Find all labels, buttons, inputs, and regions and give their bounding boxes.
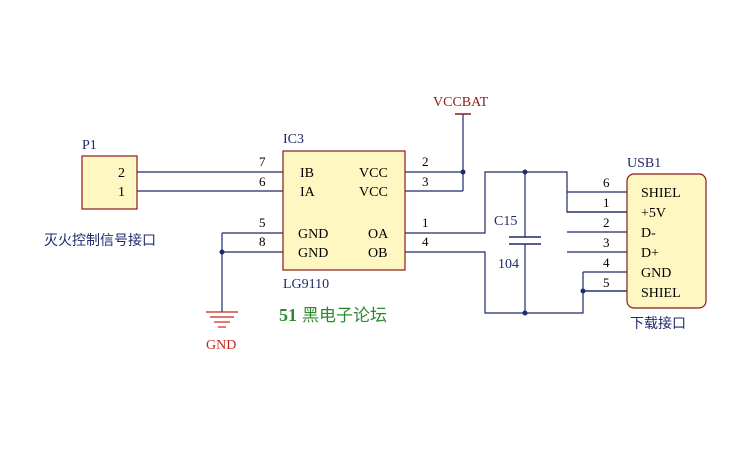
ground-label: GND: [206, 338, 236, 353]
cap-ref: C15: [494, 214, 517, 229]
ic3-pin-num: 7: [259, 154, 266, 169]
watermark-text: 黑电子论坛: [302, 306, 387, 326]
junction-dot: [219, 249, 225, 255]
usb-caption: 下载接口: [630, 315, 686, 332]
p1-pin-1: 1: [118, 185, 125, 200]
ic3-pin-name: OA: [368, 227, 389, 242]
ic3-pin-num: 1: [422, 215, 429, 230]
junction-dot: [580, 288, 586, 294]
ic3-pin-num: 2: [422, 154, 429, 169]
usb-pin-num: 4: [603, 255, 610, 270]
usb-body: [626, 173, 707, 309]
watermark: 51 黑电子论坛: [279, 305, 387, 326]
ic3-pin-name: IB: [300, 166, 314, 181]
ic3-pin-num: 6: [259, 174, 266, 189]
usb-pin-num: 3: [603, 235, 610, 250]
usb-pin-name: SHIEL: [641, 186, 681, 201]
ic3-ref: IC3: [283, 132, 304, 147]
watermark-number: 51: [279, 305, 297, 325]
ic3-part: LG9110: [283, 277, 329, 292]
usb-pin-num: 2: [603, 215, 610, 230]
usb-pin-name: D+: [641, 246, 659, 261]
p1-connector: P1 2 1 灭火控制信号接口: [44, 138, 156, 249]
p1-pin-2: 2: [118, 166, 125, 181]
ic3-pin-name: GND: [298, 227, 328, 242]
cap-value: 104: [498, 257, 519, 272]
ic3-pin-num: 4: [422, 234, 429, 249]
junctions: [219, 169, 586, 316]
usb-pin-name: D-: [641, 226, 656, 241]
usb-pin-num: 6: [603, 175, 610, 190]
junction-dot: [460, 169, 466, 175]
power-label: VCCBAT: [433, 95, 489, 110]
ic3-pin-name: VCC: [359, 166, 388, 181]
junction-dot: [522, 169, 528, 175]
usb-connector: USB1 下载接口 6 SHIEL 1 +5V 2 D- 3 D+ 4 GND …: [603, 156, 707, 332]
usb-pin-num: 1: [603, 195, 610, 210]
ic3-pin-name: VCC: [359, 185, 388, 200]
usb-pin-num: 5: [603, 275, 610, 290]
p1-body: [81, 155, 138, 210]
ic3-pin-name: GND: [298, 246, 328, 261]
capacitor-c15: C15 104: [494, 214, 541, 272]
p1-caption: 灭火控制信号接口: [44, 232, 156, 249]
ground-symbol: GND: [206, 311, 238, 353]
ic3-chip: IC3 LG9110 7 IB 6 IA 5 GND 8 GND 2 VCC 3…: [259, 132, 429, 292]
ic3-pin-num: 5: [259, 215, 266, 230]
junction-dot: [522, 310, 528, 316]
ic3-pin-num: 8: [259, 234, 266, 249]
power-symbol: VCCBAT: [433, 95, 489, 115]
ic3-pin-name: OB: [368, 246, 387, 261]
ic3-body: [282, 150, 406, 271]
usb-pin-name: +5V: [641, 206, 666, 221]
usb-pin-name: GND: [641, 266, 671, 281]
usb-pin-name: SHIEL: [641, 286, 681, 301]
ic3-pin-name: IA: [300, 185, 316, 200]
ic3-pin-num: 3: [422, 174, 429, 189]
p1-ref: P1: [82, 138, 97, 153]
usb-ref: USB1: [627, 156, 661, 171]
